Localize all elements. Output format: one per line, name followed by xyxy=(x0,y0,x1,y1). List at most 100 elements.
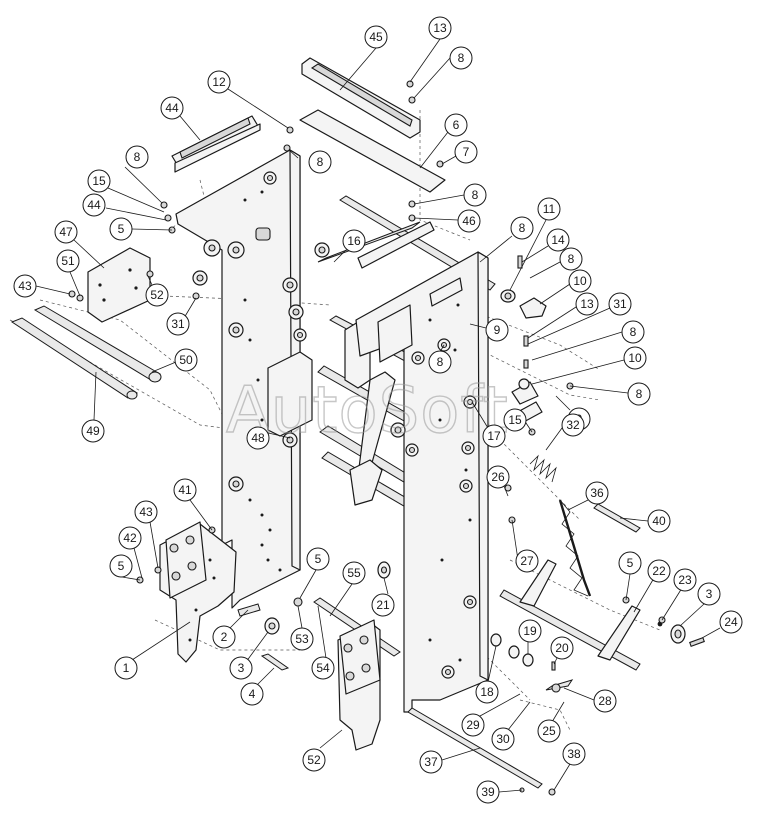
svg-text:7: 7 xyxy=(463,145,470,159)
svg-text:46: 46 xyxy=(462,214,476,228)
callout-28: 28 xyxy=(563,687,617,713)
svg-text:14: 14 xyxy=(551,233,565,247)
svg-text:32: 32 xyxy=(566,418,580,432)
callout-8: 8 xyxy=(479,216,534,263)
callout-31: 31 xyxy=(527,292,632,345)
callout-7: 7 xyxy=(441,140,478,165)
callout-47: 47 xyxy=(54,220,105,269)
svg-text:16: 16 xyxy=(347,234,361,248)
svg-text:42: 42 xyxy=(123,531,137,545)
callout-10: 10 xyxy=(539,269,592,305)
callout-19: 19 xyxy=(518,619,542,654)
callout-48: 48 xyxy=(246,426,291,450)
callout-31: 31 xyxy=(166,297,197,336)
svg-text:38: 38 xyxy=(567,747,581,761)
callout-17: 17 xyxy=(471,401,506,448)
svg-text:44: 44 xyxy=(87,198,101,212)
callout-15: 15 xyxy=(87,169,165,213)
svg-text:55: 55 xyxy=(347,566,361,580)
callout-layer: 45 13 8 12 44 6 7 8 8 15 44 8 46 5 47 16… xyxy=(13,16,743,804)
lever-assembly-22 xyxy=(499,559,705,671)
svg-text:1: 1 xyxy=(123,661,130,675)
plate-6 xyxy=(299,109,446,193)
spring-32 xyxy=(529,454,557,483)
svg-text:27: 27 xyxy=(520,554,534,568)
callout-1: 1 xyxy=(114,621,191,680)
rod-36 xyxy=(558,499,592,597)
svg-text:31: 31 xyxy=(171,317,185,331)
svg-text:3: 3 xyxy=(706,587,713,601)
callout-13: 13 xyxy=(409,16,452,83)
callout-43: 43 xyxy=(134,500,159,569)
svg-text:53: 53 xyxy=(295,632,309,646)
watermark-text: AutoSoft xyxy=(226,374,509,448)
rod-40 xyxy=(593,503,641,533)
svg-text:5: 5 xyxy=(118,222,125,236)
middle-carriage xyxy=(267,321,396,506)
plate-47 xyxy=(87,247,151,323)
svg-text:39: 39 xyxy=(481,785,495,799)
svg-text:48: 48 xyxy=(251,431,265,445)
svg-text:25: 25 xyxy=(542,724,556,738)
callout-11: 11 xyxy=(509,197,561,291)
callout-12: 12 xyxy=(207,70,289,129)
callout-50: 50 xyxy=(151,348,198,373)
svg-text:4: 4 xyxy=(249,687,256,701)
callout-39: 39 xyxy=(476,780,523,804)
svg-text:8: 8 xyxy=(437,355,444,369)
svg-text:51: 51 xyxy=(61,254,75,268)
svg-text:2: 2 xyxy=(221,630,228,644)
svg-text:45: 45 xyxy=(369,30,383,44)
callout-37: 37 xyxy=(419,747,481,774)
svg-text:37: 37 xyxy=(424,755,438,769)
svg-text:10: 10 xyxy=(628,351,642,365)
callout-24: 24 xyxy=(701,610,743,639)
callout-22: 22 xyxy=(633,559,671,613)
svg-text:8: 8 xyxy=(519,221,526,235)
callout-54: 54 xyxy=(311,605,335,680)
lower-left-plate-1 xyxy=(159,521,237,663)
callout-38: 38 xyxy=(553,742,586,791)
callout-44: 44 xyxy=(82,193,167,221)
svg-text:8: 8 xyxy=(458,51,465,65)
callout-53: 53 xyxy=(290,605,314,651)
callout-8: 8 xyxy=(288,149,332,174)
svg-text:8: 8 xyxy=(636,387,643,401)
rod-49 xyxy=(10,317,138,400)
callout-6: 6 xyxy=(419,113,468,169)
svg-text:23: 23 xyxy=(678,573,692,587)
callout-32: 32 xyxy=(545,413,585,451)
svg-text:26: 26 xyxy=(491,470,505,484)
callout-45: 45 xyxy=(339,25,388,91)
callout-21: 21 xyxy=(371,577,395,617)
callout-23: 23 xyxy=(661,568,697,621)
callout-41: 41 xyxy=(173,478,213,531)
callout-20: 20 xyxy=(550,636,574,665)
svg-text:8: 8 xyxy=(568,252,575,266)
left-plate-rollers xyxy=(192,171,330,492)
svg-text:36: 36 xyxy=(590,486,604,500)
svg-text:43: 43 xyxy=(139,505,153,519)
svg-text:18: 18 xyxy=(480,685,494,699)
callout-5: 5 xyxy=(109,217,173,241)
callout-52: 52 xyxy=(302,729,343,772)
callout-3: 3 xyxy=(679,582,721,627)
svg-text:41: 41 xyxy=(178,483,192,497)
callout-51: 51 xyxy=(56,249,81,297)
right-lower-hardware xyxy=(490,633,574,693)
svg-text:5: 5 xyxy=(627,556,634,570)
svg-text:13: 13 xyxy=(580,297,594,311)
svg-text:52: 52 xyxy=(150,288,164,302)
svg-text:50: 50 xyxy=(179,353,193,367)
callout-2: 2 xyxy=(212,609,249,649)
callout-8: 8 xyxy=(413,183,487,207)
svg-text:28: 28 xyxy=(598,694,612,708)
svg-text:8: 8 xyxy=(317,155,324,169)
callout-42: 42 xyxy=(118,526,143,579)
svg-text:10: 10 xyxy=(573,274,587,288)
callout-8: 8 xyxy=(531,320,645,361)
callout-27: 27 xyxy=(511,519,539,573)
callout-8: 8 xyxy=(428,344,452,374)
callout-5: 5 xyxy=(109,554,141,581)
